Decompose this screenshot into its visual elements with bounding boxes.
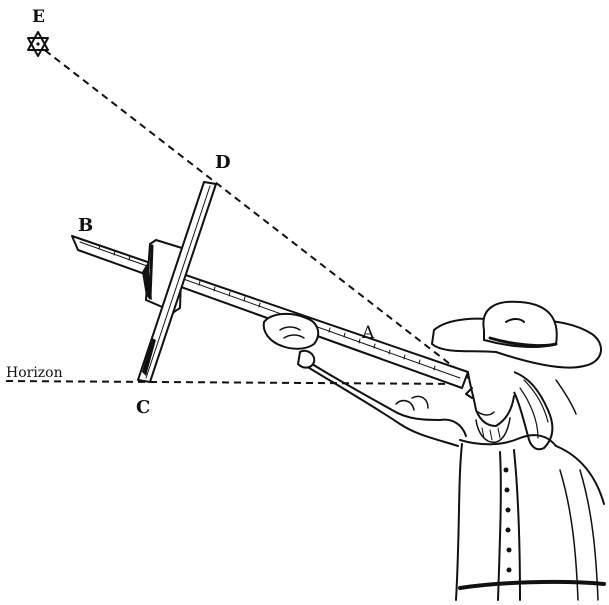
label-e: E: [32, 7, 45, 27]
cross-staff-main-bar: [71, 235, 469, 389]
label-horizon: Horizon: [6, 365, 63, 381]
sight-line: [41, 47, 469, 379]
star-of-david-icon: [27, 31, 49, 57]
label-d: D: [215, 152, 231, 173]
label-c: C: [136, 397, 150, 418]
cross-staff-transversary: [137, 181, 217, 383]
observer-figure: [262, 300, 606, 601]
label-b: B: [78, 215, 93, 236]
horizon-line: [5, 380, 463, 385]
label-a: A: [361, 323, 375, 343]
